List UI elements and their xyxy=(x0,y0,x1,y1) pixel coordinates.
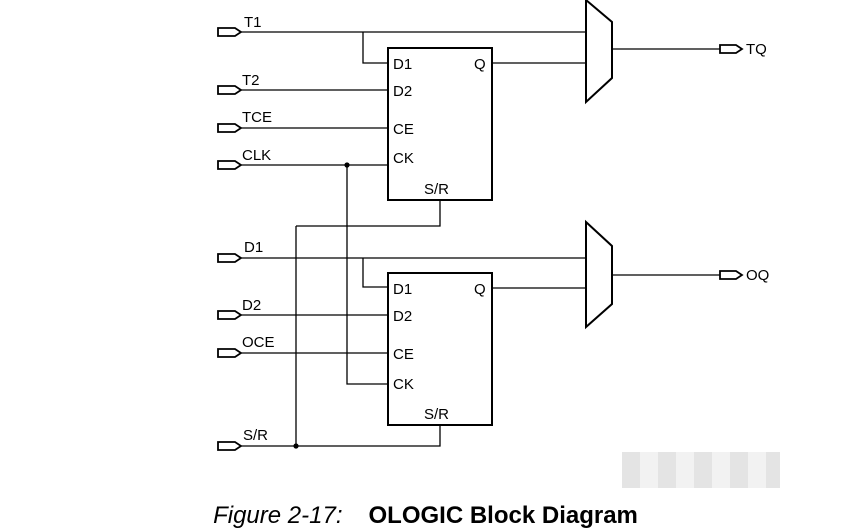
flip-flop-top-box xyxy=(387,47,493,201)
pin-sr-icon xyxy=(217,441,243,451)
ff-bottom-ck-port: CK xyxy=(393,376,414,393)
label-sr: S/R xyxy=(243,427,268,444)
flip-flop-top: D1 D2 CE CK Q S/R xyxy=(387,47,493,201)
figure-title: OLOGIC Block Diagram xyxy=(368,502,638,529)
flip-flop-bottom: D1 D2 CE CK Q S/R xyxy=(387,272,493,426)
ff-bottom-sr-port: S/R xyxy=(424,406,449,423)
ff-bottom-ce-port: CE xyxy=(393,346,414,363)
label-clk: CLK xyxy=(242,147,271,164)
label-oq: OQ xyxy=(746,267,769,284)
input-pins xyxy=(217,27,243,451)
pin-tce-icon xyxy=(217,123,243,133)
ff-bottom-q-port: Q xyxy=(474,281,486,298)
label-t1: T1 xyxy=(244,14,262,31)
clk-junction-dot xyxy=(344,162,350,168)
figure-number: Figure 2-17: xyxy=(213,502,343,529)
label-oce: OCE xyxy=(242,334,275,351)
wire-top-sr xyxy=(296,200,441,227)
ff-top-d1-port: D1 xyxy=(393,56,412,73)
pin-d2-icon xyxy=(217,310,243,320)
ff-top-q-port: Q xyxy=(474,56,486,73)
ff-top-ck-port: CK xyxy=(393,150,414,167)
input-labels: T1 T2 TCE CLK D1 D2 OCE S/R xyxy=(242,14,275,444)
sr-junction-dot xyxy=(293,443,299,449)
label-t2: T2 xyxy=(242,72,260,89)
pin-t2-icon xyxy=(217,85,243,95)
label-tq: TQ xyxy=(746,41,767,58)
wire-d1-to-ffd1 xyxy=(362,258,388,288)
pin-t1-icon xyxy=(217,27,243,37)
wire-sr xyxy=(240,425,441,447)
pin-clk-icon xyxy=(217,160,243,170)
obscured-watermark xyxy=(622,452,780,488)
pin-tq-icon xyxy=(719,44,744,54)
ff-top-d2-port: D2 xyxy=(393,83,412,100)
wire-clk-to-bottom-ck xyxy=(346,165,388,385)
output-pins xyxy=(719,44,744,280)
figure-caption: Figure 2-17: OLOGIC Block Diagram xyxy=(0,502,851,530)
flip-flop-bottom-box xyxy=(387,272,493,426)
label-d2: D2 xyxy=(242,297,261,314)
output-labels: TQ OQ xyxy=(746,41,769,284)
mux-bottom xyxy=(585,219,613,330)
ff-top-ce-port: CE xyxy=(393,121,414,138)
ff-bottom-d2-port: D2 xyxy=(393,308,412,325)
label-d1: D1 xyxy=(244,239,263,256)
pin-d1-icon xyxy=(217,253,243,263)
ff-top-sr-port: S/R xyxy=(424,181,449,198)
mux-top xyxy=(585,0,613,105)
ff-bottom-d1-port: D1 xyxy=(393,281,412,298)
pin-oq-icon xyxy=(719,270,744,280)
pin-oce-icon xyxy=(217,348,243,358)
wire-t1-to-d1 xyxy=(362,32,388,64)
label-tce: TCE xyxy=(242,109,272,126)
wires xyxy=(240,31,720,449)
